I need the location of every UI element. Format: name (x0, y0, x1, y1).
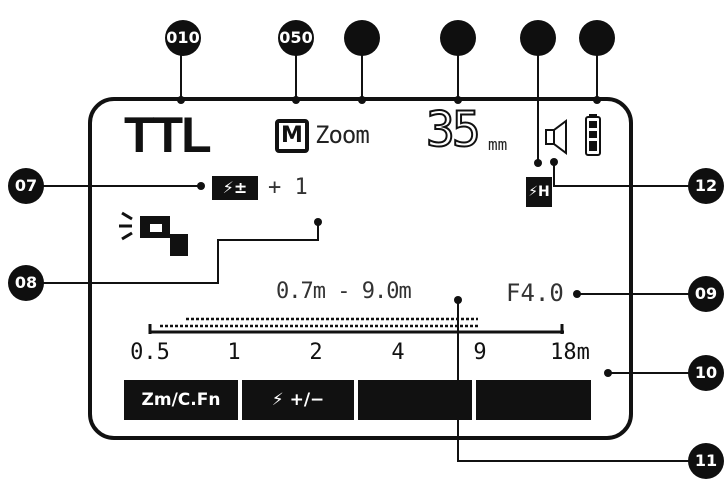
high-speed-sync-icon: ⚡H (526, 177, 552, 207)
leader-line-08 (42, 223, 319, 284)
leader-dot-05 (292, 96, 300, 104)
leader-dot-01 (177, 96, 185, 104)
softkey-4[interactable] (476, 380, 591, 420)
distance-tick-label: 4 (391, 340, 405, 365)
softkey-zoom-cfn[interactable]: Zm/C.Fn (124, 380, 238, 420)
flash-exposure-compensation-icon: ⚡± (212, 176, 258, 200)
zoom-value: 35 (425, 102, 482, 158)
callout-unlabeled-4 (579, 20, 615, 56)
distance-tick-label: 1 (227, 340, 241, 365)
flash-range-readout: 0.7m - 9.0m (276, 279, 412, 304)
leader-dot-battery (593, 96, 601, 104)
callout-09: 09 (688, 276, 724, 312)
leader-dot-04 (454, 96, 462, 104)
wireless-signal-icon (119, 211, 188, 256)
distance-tick-label: 9 (473, 340, 487, 365)
callout-unlabeled-1 (344, 20, 380, 56)
zoom-label: Zoom (315, 121, 370, 149)
manual-mode-indicator: M (275, 119, 309, 153)
leader-dot-08 (314, 218, 322, 226)
callout-unlabeled-3 (520, 20, 556, 56)
callout-unlabeled-2 (440, 20, 476, 56)
leader-line-12 (553, 163, 690, 187)
callout-05: 050 (278, 20, 314, 56)
callout-08: 08 (8, 265, 44, 301)
speaker-icon (545, 119, 567, 155)
leader-dot-09 (573, 290, 581, 298)
callout-11: 11 (688, 443, 724, 479)
battery-icon (585, 114, 601, 156)
fec-value: + 1 (268, 175, 308, 200)
flash-mode-readout: TTL (124, 107, 212, 163)
softkey-3[interactable] (358, 380, 472, 420)
zoom-unit: mm (488, 135, 508, 154)
callout-01: 010 (165, 20, 201, 56)
callout-07: 07 (8, 168, 44, 204)
softkey-flash-compensation[interactable]: ⚡ +/− (242, 380, 354, 420)
leader-dot-07 (197, 182, 205, 190)
leader-dot-03 (358, 96, 366, 104)
leader-dot-11 (454, 296, 462, 304)
aperture-readout: F4.0 (506, 279, 564, 307)
distance-tick-label: 18m (550, 340, 590, 365)
callout-12: 12 (688, 168, 724, 204)
distance-tick-label: 0.5 (130, 340, 170, 365)
leader-dot-12 (550, 158, 558, 166)
leader-dot-10 (604, 369, 612, 377)
leader-dot-06 (534, 159, 542, 167)
callout-10: 10 (688, 355, 724, 391)
distance-tick-label: 2 (309, 340, 323, 365)
leader-line-11 (457, 300, 690, 462)
